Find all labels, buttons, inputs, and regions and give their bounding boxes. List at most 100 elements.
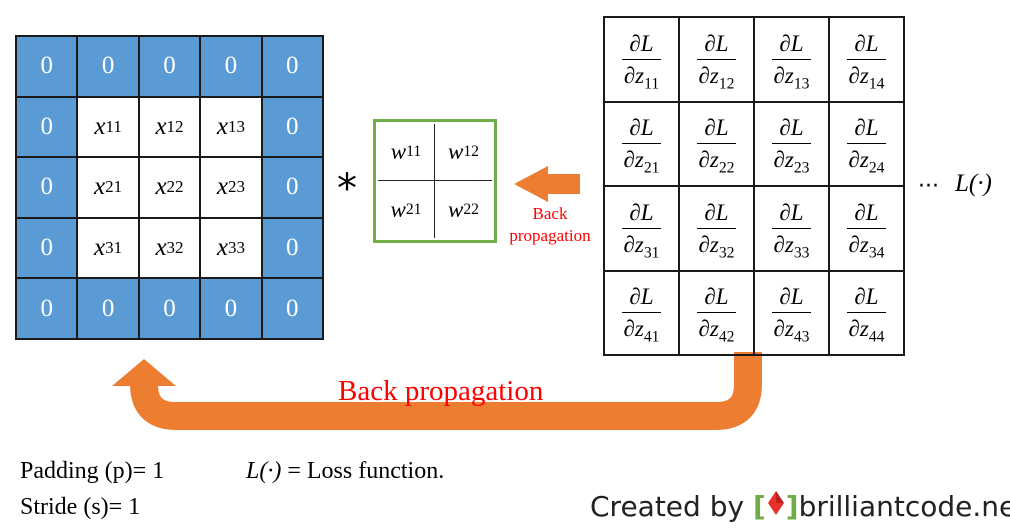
gradient-cell: ∂L∂z14 xyxy=(829,17,904,102)
gradient-denominator: ∂z44 xyxy=(846,312,887,345)
loss-function-symbol: L(·) xyxy=(955,170,992,197)
gradient-cell: ∂L∂z32 xyxy=(679,186,754,271)
gradient-denominator: ∂z21 xyxy=(621,143,662,176)
gradient-denominator: ∂z11 xyxy=(621,58,662,92)
loss-definition: L(·) = Loss function. xyxy=(246,458,444,485)
gradient-numerator: ∂L xyxy=(629,30,654,56)
gradient-denominator: ∂z42 xyxy=(696,312,737,345)
gradient-numerator: ∂L xyxy=(629,284,654,310)
padding-cell: 0 xyxy=(138,36,201,97)
gradient-cell: ∂L∂z42 xyxy=(679,270,754,355)
big-back-propagation-arrow xyxy=(130,352,762,430)
gradient-denominator: ∂z13 xyxy=(771,58,812,92)
gradient-numerator: ∂L xyxy=(779,115,804,141)
gradient-numerator: ∂L xyxy=(854,199,879,225)
padding-cell: 0 xyxy=(261,36,323,97)
gradient-cell: ∂L∂z11 xyxy=(604,17,679,102)
gradient-denominator: ∂z23 xyxy=(771,143,812,176)
padding-cell: 0 xyxy=(16,278,78,339)
padding-cell: 0 xyxy=(200,36,262,97)
stride-param: Stride (s)= 1 xyxy=(20,494,141,520)
gradient-numerator: ∂L xyxy=(854,30,879,56)
gradient-numerator: ∂L xyxy=(629,199,654,225)
credit-close-bracket: ] xyxy=(785,490,799,523)
gradient-cell: ∂L∂z31 xyxy=(604,186,679,271)
gradient-denominator: ∂z22 xyxy=(696,143,737,176)
ellipsis: ··· xyxy=(918,174,939,199)
big-arrow-head xyxy=(112,359,176,386)
padding-cell: 0 xyxy=(77,278,139,339)
gradient-cell: ∂L∂z34 xyxy=(829,186,904,271)
gradient-numerator: ∂L xyxy=(704,115,729,141)
big-back-propagation-label: Back propagation xyxy=(338,375,544,407)
gradient-numerator: ∂L xyxy=(779,284,804,310)
gradient-numerator: ∂L xyxy=(629,115,654,141)
gradient-cell: ∂L∂z22 xyxy=(679,101,754,186)
padding-cell: 0 xyxy=(16,96,78,158)
gradient-numerator: ∂L xyxy=(779,199,804,225)
credit-site: brilliantcode.net xyxy=(798,490,1010,523)
padding-cell: 0 xyxy=(200,278,262,339)
gradient-numerator: ∂L xyxy=(779,30,804,56)
padding-param: Padding (p)= 1 xyxy=(20,458,165,484)
gradient-denominator: ∂z12 xyxy=(696,58,737,92)
gradient-numerator: ∂L xyxy=(704,199,729,225)
gradient-cell: ∂L∂z23 xyxy=(754,101,829,186)
gradient-numerator: ∂L xyxy=(704,284,729,310)
gradient-cell: ∂L∂z41 xyxy=(604,270,679,355)
gradient-grid: ∂L∂z11∂L∂z12∂L∂z13∂L∂z14∂L∂z21∂L∂z22∂L∂z… xyxy=(603,16,905,356)
gradient-cell: ∂L∂z12 xyxy=(679,17,754,102)
gradient-denominator: ∂z43 xyxy=(771,312,812,345)
gradient-denominator: ∂z14 xyxy=(846,58,887,92)
padding-cell: 0 xyxy=(261,96,323,158)
padding-cell: 0 xyxy=(261,157,323,218)
gradient-cell: ∂L∂z24 xyxy=(829,101,904,186)
credit-prefix: Created by xyxy=(590,490,753,523)
padding-cell: 0 xyxy=(77,36,139,97)
gradient-cell: ∂L∂z21 xyxy=(604,101,679,186)
gradient-denominator: ∂z32 xyxy=(696,227,737,261)
padding-cell: 0 xyxy=(138,278,201,339)
gradient-cell: ∂L∂z13 xyxy=(754,17,829,102)
gradient-numerator: ∂L xyxy=(854,284,879,310)
padding-cell: 0 xyxy=(16,36,78,97)
small-label-line-2: propagation xyxy=(509,226,591,245)
gradient-denominator: ∂z33 xyxy=(771,227,812,261)
padding-cell: 0 xyxy=(261,217,323,279)
loss-definition-symbol: L(·) xyxy=(246,458,282,484)
padding-cell: 0 xyxy=(16,217,78,279)
credit-open-bracket: [ xyxy=(752,490,766,523)
small-back-propagation-label: Back propagation xyxy=(495,203,605,247)
gradient-denominator: ∂z24 xyxy=(846,143,887,176)
padding-cell: 0 xyxy=(16,157,78,218)
padding-cell: 0 xyxy=(261,278,323,339)
gradient-denominator: ∂z41 xyxy=(621,312,662,345)
small-label-line-1: Back xyxy=(532,204,568,223)
gradient-numerator: ∂L xyxy=(704,30,729,56)
gradient-cell: ∂L∂z44 xyxy=(829,270,904,355)
gradient-denominator: ∂z34 xyxy=(846,227,887,261)
small-back-propagation-arrow xyxy=(514,166,580,202)
convolution-operator: * xyxy=(337,166,357,212)
red-diamond-icon xyxy=(767,490,785,523)
gradient-cell: ∂L∂z33 xyxy=(754,186,829,271)
gradient-numerator: ∂L xyxy=(854,115,879,141)
credit-line: Created by [ ] brilliantcode.net xyxy=(590,490,1010,523)
gradient-denominator: ∂z31 xyxy=(621,227,662,261)
gradient-cell: ∂L∂z43 xyxy=(754,270,829,355)
